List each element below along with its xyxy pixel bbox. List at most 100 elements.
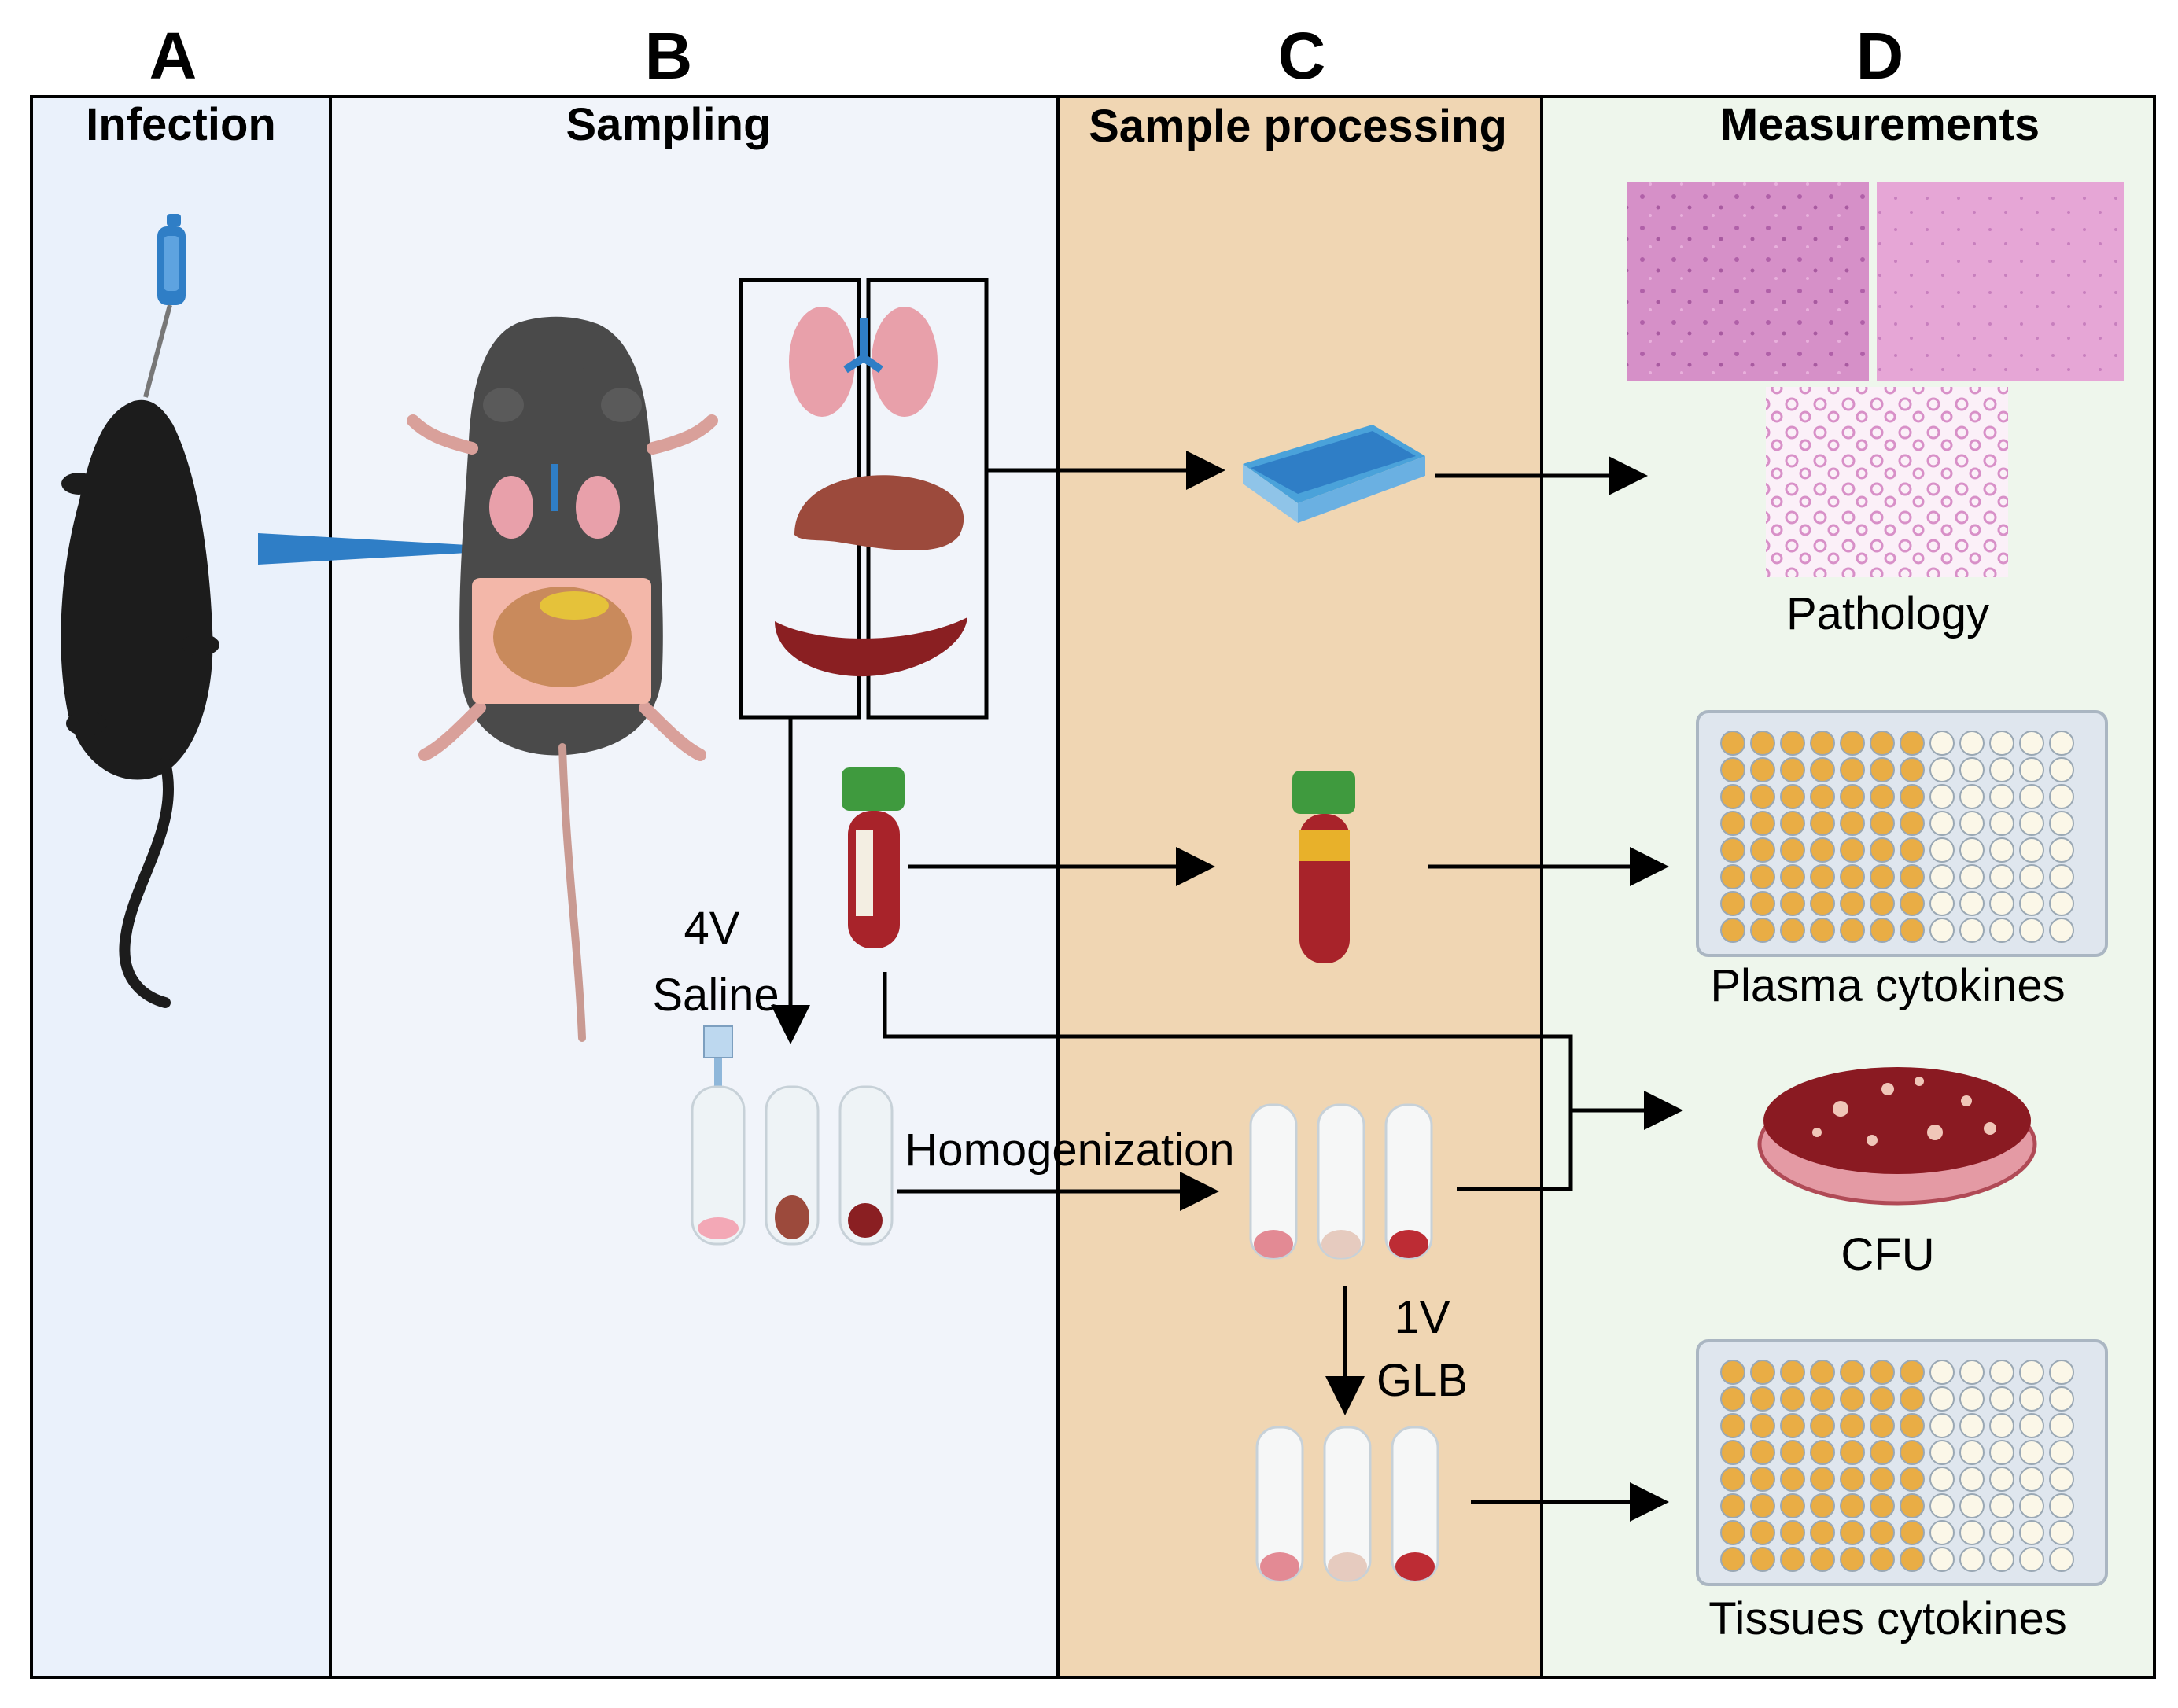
- plate-well: [1900, 811, 1925, 836]
- plate-well: [2019, 1360, 2044, 1385]
- plate-well: [1959, 1440, 1985, 1465]
- flow-connectors: [771, 451, 1683, 1522]
- plate-well: [2049, 891, 2074, 916]
- plate-well: [1840, 1386, 1865, 1412]
- plate-well: [1780, 1360, 1805, 1385]
- plate-well: [1959, 1386, 1985, 1412]
- plate-well: [2019, 1440, 2044, 1465]
- plate-well: [1780, 837, 1805, 863]
- plate-well: [1840, 1413, 1865, 1438]
- plate-well: [1929, 1520, 1955, 1545]
- liver-icon: [794, 475, 964, 550]
- plate-well: [2019, 837, 2044, 863]
- homogenization-label: Homogenization: [905, 1125, 1234, 1176]
- plate-well: [1959, 1547, 1985, 1572]
- plate-well: [1810, 918, 1835, 943]
- plate-well: [1959, 811, 1985, 836]
- plate-well: [1810, 864, 1835, 889]
- plate-well: [2019, 731, 2044, 756]
- plate-well: [1870, 731, 1895, 756]
- plate-well: [1750, 1440, 1775, 1465]
- plate-well: [2049, 1493, 2074, 1518]
- plate-well: [2049, 864, 2074, 889]
- plate-well: [1870, 784, 1895, 809]
- plate-well: [2019, 918, 2044, 943]
- panel-a-title: Infection: [86, 99, 276, 150]
- plate-well: [1720, 837, 1745, 863]
- plate-well: [1989, 891, 2014, 916]
- plate-well: [1900, 918, 1925, 943]
- plate-well: [1989, 757, 2014, 782]
- plate-well: [1870, 1547, 1895, 1572]
- plate-well: [1989, 1413, 2014, 1438]
- plate-well: [1810, 784, 1835, 809]
- plate-well: [1750, 1360, 1775, 1385]
- pathology-label: Pathology: [1786, 588, 1989, 639]
- plate-well: [1720, 1360, 1745, 1385]
- plate-well: [1900, 784, 1925, 809]
- plate-well: [1810, 1386, 1835, 1412]
- panel-a-letter: A: [149, 19, 197, 93]
- plate-well: [1870, 1467, 1895, 1492]
- plate-well: [1840, 1520, 1865, 1545]
- plate-well: [1989, 784, 2014, 809]
- plate-well: [2049, 1520, 2074, 1545]
- plate-well: [1959, 918, 1985, 943]
- plate-well: [1810, 1467, 1835, 1492]
- plate-well: [1959, 891, 1985, 916]
- plate-well: [1750, 1547, 1775, 1572]
- plate-well: [1720, 784, 1745, 809]
- plate-well: [1870, 864, 1895, 889]
- plate-well: [1929, 811, 1955, 836]
- plate-well: [1989, 1493, 2014, 1518]
- plate-well: [1959, 757, 1985, 782]
- plate-well: [2049, 1386, 2074, 1412]
- plate-well: [1900, 1547, 1925, 1572]
- plate-well: [1840, 1360, 1865, 1385]
- plate-well: [1720, 1493, 1745, 1518]
- histology-image-3: [1766, 387, 2008, 577]
- plate-well: [1989, 837, 2014, 863]
- plate-well: [1959, 1493, 1985, 1518]
- plate-well: [1840, 757, 1865, 782]
- plate-well: [1720, 864, 1745, 889]
- plate-well: [1780, 1547, 1805, 1572]
- saline-label: Saline: [652, 970, 779, 1021]
- plate-well: [1870, 1493, 1895, 1518]
- plate-well: [1989, 864, 2014, 889]
- plate-well: [1900, 757, 1925, 782]
- plate-well: [1750, 1493, 1775, 1518]
- plate-well: [2019, 1520, 2044, 1545]
- glb-volume-label: 1V: [1395, 1292, 1450, 1343]
- plate-well: [1780, 1520, 1805, 1545]
- panel-d-letter: D: [1856, 19, 1904, 93]
- plate-well: [1870, 1386, 1895, 1412]
- plate-well: [1780, 918, 1805, 943]
- plate-well: [2019, 784, 2044, 809]
- plate-well: [2019, 1493, 2044, 1518]
- plate-well: [1810, 811, 1835, 836]
- plate-well: [1989, 731, 2014, 756]
- plate-well: [2019, 1467, 2044, 1492]
- plate-well: [2049, 918, 2074, 943]
- plate-well: [1720, 1386, 1745, 1412]
- plate-well: [1900, 864, 1925, 889]
- plate-well: [1840, 864, 1865, 889]
- histology-image-2: [1877, 182, 2124, 381]
- plasma-tube-c-icon: [1292, 771, 1355, 963]
- plate-well: [2049, 1547, 2074, 1572]
- plate-well: [1720, 757, 1745, 782]
- plate-well: [1929, 784, 1955, 809]
- plate-well: [1750, 891, 1775, 916]
- plate-well: [1750, 1386, 1775, 1412]
- plate-well: [1810, 731, 1835, 756]
- plate-well: [2019, 891, 2044, 916]
- plate-well: [1840, 837, 1865, 863]
- plate-well: [1780, 1386, 1805, 1412]
- plate-well: [2049, 1413, 2074, 1438]
- plate-well: [1840, 891, 1865, 916]
- plate-well: [1989, 1467, 2014, 1492]
- plate-well: [2019, 811, 2044, 836]
- plate-well: [1989, 1360, 2014, 1385]
- plate-well: [1929, 864, 1955, 889]
